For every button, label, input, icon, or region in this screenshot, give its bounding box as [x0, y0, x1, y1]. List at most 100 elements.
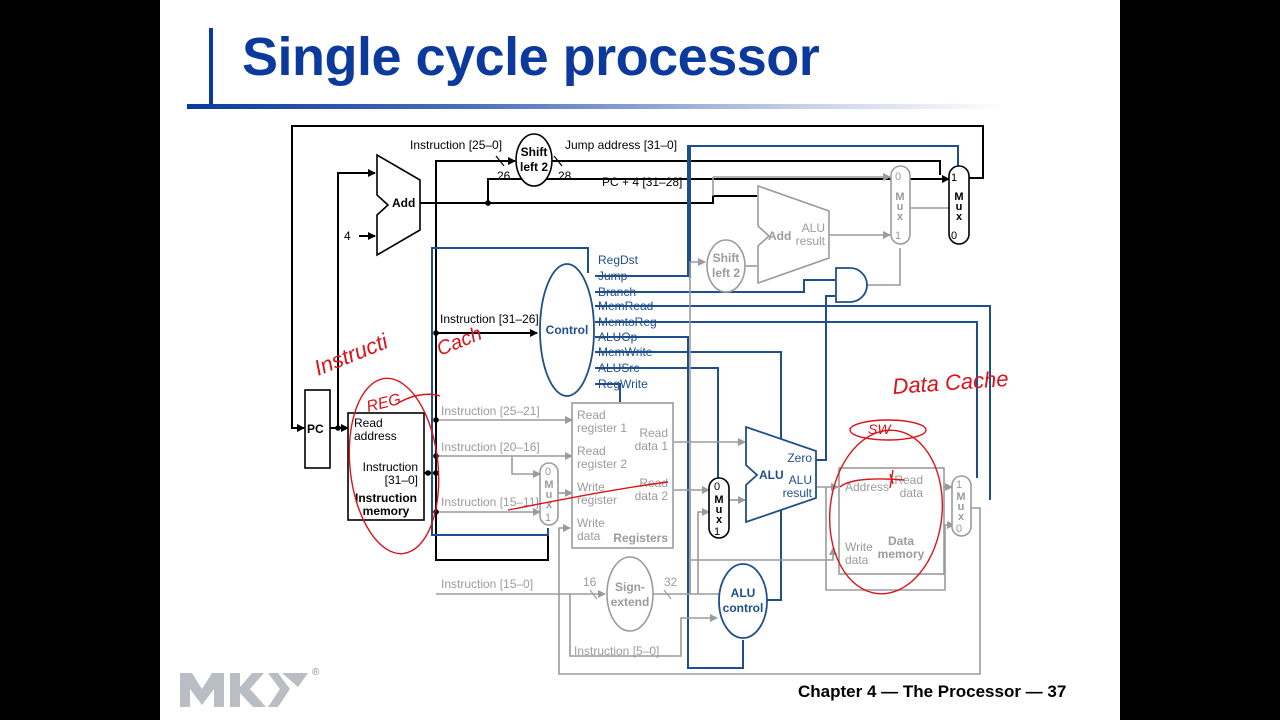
alu-result-2: result [783, 486, 813, 500]
bits-32: 32 [664, 575, 678, 589]
control-signal-labels: RegDst Jump Branch MemRead MemtoReg ALUO… [598, 253, 657, 391]
slide: Single cycle processor [160, 0, 1120, 720]
dmem-read-data-1: Read [894, 473, 923, 487]
alu-control-2: control [723, 601, 764, 615]
memtoreg-mux-u: u [958, 501, 965, 513]
reg-read-reg1-2: register 1 [577, 421, 627, 435]
memtoreg-mux-1: 1 [956, 479, 962, 491]
registers-name: Registers [613, 531, 668, 545]
instr-25-0-label: Instruction [25–0] [410, 138, 502, 152]
reg-write-data-1: Write [577, 516, 605, 530]
memtoreg-mux [951, 475, 972, 537]
title-accent-bar [209, 28, 213, 108]
imem-instruction-2: [31–0] [385, 473, 418, 487]
branch-adder-result-2: result [796, 234, 826, 248]
annotation-sw: SW [868, 421, 892, 437]
alu-control-1: ALU [731, 586, 756, 600]
regdst-mux-1: 1 [545, 512, 551, 524]
reg-read-reg2-2: register 2 [577, 457, 627, 471]
register-file [571, 402, 674, 549]
pc-register [304, 389, 331, 469]
sign-extend-2: extend [611, 595, 650, 609]
regdst-mux-0: 0 [545, 466, 551, 478]
signal-memread: MemRead [598, 299, 653, 313]
pc-adder [376, 153, 421, 257]
reg-read-data1-1: Read [639, 426, 668, 440]
regdst-mux-u: u [546, 489, 553, 501]
annotation-cache: Cach [434, 323, 486, 361]
mk-logo: ® [180, 667, 320, 707]
alu-result-1: ALU [789, 473, 812, 487]
bits-26: 26 [497, 169, 511, 183]
signal-memwrite: MemWrite [598, 345, 653, 359]
main-alu [745, 425, 817, 524]
branch-shifter-label-bottom: left 2 [712, 266, 740, 280]
control-label: Control [546, 323, 589, 337]
title-underline [187, 104, 1007, 109]
instr-5-0-label: Instruction [5–0] [574, 644, 659, 658]
jump-mux-0: 0 [951, 230, 957, 242]
main-alu-label: ALU [759, 468, 784, 482]
data-memory [838, 467, 945, 575]
handwritten-annotations [348, 377, 944, 595]
jump-shifter-label-top: Shift [521, 145, 548, 159]
slide-footer: Chapter 4 — The Processor — 37 [798, 682, 1067, 701]
jump-mux-u: u [956, 201, 963, 213]
data-memory-circle [828, 429, 944, 595]
reg-read-reg2-1: Read [577, 444, 606, 458]
jump-mux-1: 1 [951, 172, 957, 184]
signal-regdst: RegDst [598, 253, 639, 267]
instr-20-16-label: Instruction [20–16] [441, 440, 540, 454]
branch-shifter [706, 239, 746, 293]
alusrc-mux-m: M [714, 494, 723, 506]
sign-extend [606, 556, 654, 632]
sign-extend-1: Sign- [615, 580, 645, 594]
jump-mux-x: x [956, 211, 963, 223]
inactive-wires [436, 173, 981, 675]
imem-read-address-1: Read [354, 416, 383, 430]
dmem-read-data-2: data [900, 486, 924, 500]
reg-read-data2-2: data 2 [635, 489, 669, 503]
pc-adder-label: Add [392, 196, 415, 210]
alusrc-mux-1: 1 [714, 526, 720, 538]
reg-write-reg-2: register [577, 493, 617, 507]
annotation-instruction: Instructi [311, 328, 393, 380]
jump-mux-m: M [954, 191, 963, 203]
branch-mux-1: 1 [895, 230, 901, 242]
imem-instruction-1: Instruction [363, 460, 418, 474]
alusrc-mux-u: u [716, 504, 723, 516]
constant-four: 4 [344, 229, 351, 243]
alu-control [718, 563, 768, 639]
control-unit [539, 263, 595, 397]
address-underline [839, 478, 905, 488]
annotation-data-cache: Data Cache [892, 366, 1010, 399]
memtoreg-mux-m: M [956, 491, 965, 503]
jump-mux [948, 165, 970, 245]
alusrc-mux [708, 477, 730, 539]
instr-15-11-label: Instruction [15–11] [441, 495, 539, 509]
instruction-memory [347, 412, 425, 521]
branch-adder [757, 184, 830, 285]
alusrc-mux-0: 0 [714, 481, 720, 493]
signal-alusrc: ALUSrc [598, 361, 639, 375]
regdst-mux-m: M [544, 479, 553, 491]
jump-shifter-label-bottom: left 2 [520, 160, 548, 174]
memtoreg-mux-x: x [958, 511, 965, 523]
branch-mux-m: M [895, 191, 904, 203]
active-wires [291, 125, 984, 561]
branch-mux-u: u [897, 201, 904, 213]
instruction-memory-circle [348, 377, 440, 555]
datapath-diagram: PC Add 4 Shift left 2 26 28 Instruction … [291, 125, 1010, 675]
instr-25-21-label: Instruction [25–21] [441, 404, 540, 418]
reg-read-data2-1: Read [639, 476, 668, 490]
branch-adder-result-1: ALU [802, 221, 825, 235]
branch-and-gate [835, 267, 868, 303]
bits-28: 28 [558, 169, 572, 183]
slide-title: Single cycle processor [242, 27, 820, 87]
reg-write-data-2: data [577, 529, 601, 543]
write-register-strike [507, 481, 669, 511]
instr-31-26-label: Instruction [31–26] [440, 312, 539, 326]
dmem-write-data-1: Write [845, 540, 873, 554]
branch-mux-0: 0 [895, 171, 901, 183]
branch-shifter-label-top: Shift [713, 251, 740, 265]
